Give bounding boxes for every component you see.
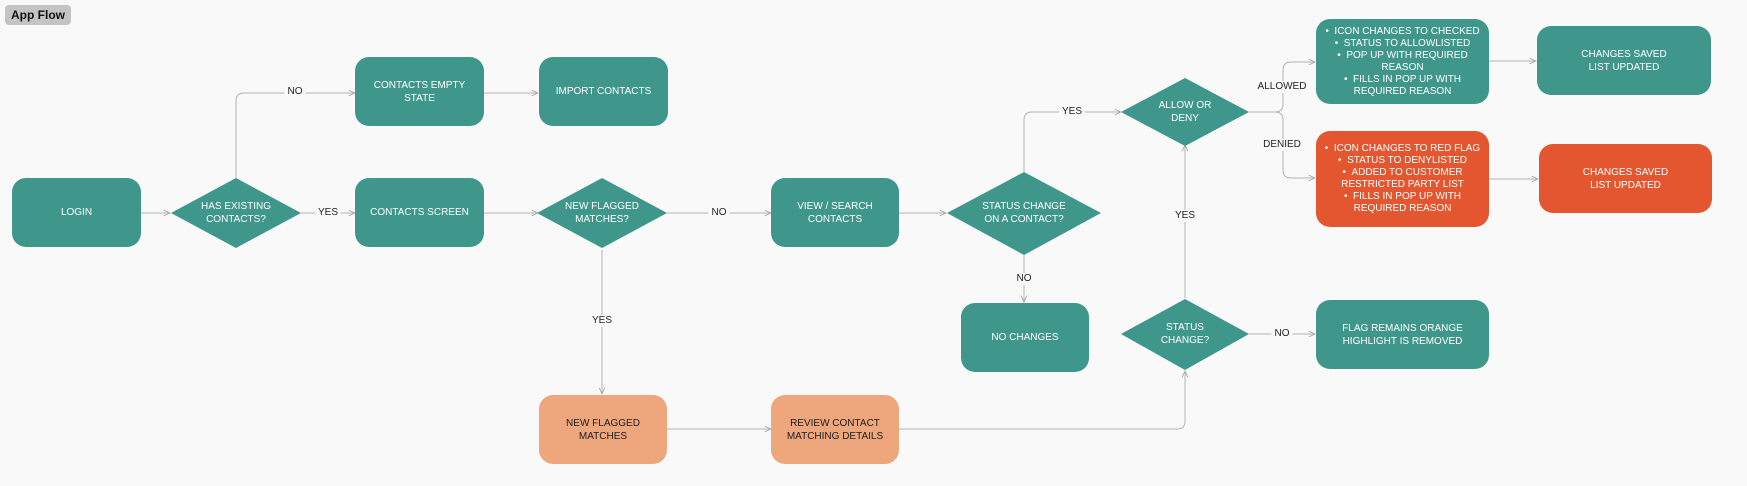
edge-status-yes xyxy=(1023,112,1121,172)
decision-allow-deny xyxy=(1121,78,1249,146)
flag-remains-label: FLAG REMAINS ORANGE HIGHLIGHT IS REMOVED xyxy=(1342,322,1463,347)
changes-saved-allowed-node[interactable]: CHANGES SAVED LIST UPDATED xyxy=(1537,26,1711,95)
review-contact-label: REVIEW CONTACT MATCHING DETAILS xyxy=(786,417,884,442)
allowed-action-3: POP UP WITH REQUIRED REASON xyxy=(1324,50,1481,74)
new-flagged-matches-node[interactable]: NEW FLAGGED MATCHES xyxy=(539,395,667,464)
login-node[interactable]: LOGIN xyxy=(12,178,141,247)
review-contact-node[interactable]: REVIEW CONTACT MATCHING DETAILS xyxy=(771,395,899,464)
edge-label-no-status2: NO xyxy=(1271,328,1293,340)
allowed-action-2: STATUS TO ALLOWLISTED xyxy=(1324,38,1481,50)
edge-has-existing-no xyxy=(235,93,355,178)
edge-label-no-status: NO xyxy=(1013,273,1035,285)
denied-action-3: ADDED TO CUSTOMER RESTRICTED PARTY LIST xyxy=(1324,167,1481,191)
contacts-screen-label: CONTACTS SCREEN xyxy=(370,207,469,218)
denied-action-4: FILLS IN POP UP WITH REQUIRED REASON xyxy=(1324,191,1481,215)
view-search-contacts-label: VIEW / SEARCH CONTACTS xyxy=(797,200,873,225)
contacts-empty-state-label: CONTACTS EMPTY STATE xyxy=(373,79,466,104)
decision-status-change-2 xyxy=(1121,299,1249,370)
allowed-actions-node[interactable]: ICON CHANGES TO CHECKED STATUS TO ALLOWL… xyxy=(1316,19,1489,104)
new-flagged-matches-label: NEW FLAGGED MATCHES xyxy=(566,417,640,442)
edge-label-no-flagged: NO xyxy=(708,207,730,219)
changes-saved-denied-label: CHANGES SAVED LIST UPDATED xyxy=(1582,166,1669,191)
decision-status-change xyxy=(947,172,1101,255)
denied-action-2: STATUS TO DENYLISTED xyxy=(1324,155,1481,167)
contacts-screen-node[interactable]: CONTACTS SCREEN xyxy=(355,178,484,247)
allowed-action-4: FILLS IN POP UP WITH REQUIRED REASON xyxy=(1324,74,1481,98)
edge-label-yes-existing: YES xyxy=(314,207,342,219)
denied-actions-node[interactable]: ICON CHANGES TO RED FLAG STATUS TO DENYL… xyxy=(1316,131,1489,227)
diagram-title: App Flow xyxy=(5,5,71,25)
edge-label-denied: DENIED xyxy=(1260,139,1304,151)
edge-label-yes-status2: YES xyxy=(1171,210,1199,222)
edge-label-yes-status: YES xyxy=(1058,106,1086,118)
edge-label-allowed: ALLOWED xyxy=(1254,81,1310,93)
edge-review-to-status2 xyxy=(899,371,1185,430)
login-label: LOGIN xyxy=(60,207,93,218)
no-changes-node[interactable]: NO CHANGES xyxy=(961,303,1089,372)
changes-saved-denied-node[interactable]: CHANGES SAVED LIST UPDATED xyxy=(1539,144,1712,213)
view-search-contacts-node[interactable]: VIEW / SEARCH CONTACTS xyxy=(771,178,899,247)
denied-actions-list: ICON CHANGES TO RED FLAG STATUS TO DENYL… xyxy=(1324,143,1481,215)
decision-new-flagged xyxy=(537,178,667,248)
edge-label-yes-flagged: YES xyxy=(588,315,616,327)
no-changes-label: NO CHANGES xyxy=(991,332,1059,343)
denied-action-1: ICON CHANGES TO RED FLAG xyxy=(1324,143,1481,155)
import-contacts-node[interactable]: IMPORT CONTACTS xyxy=(539,57,668,126)
flag-remains-node[interactable]: FLAG REMAINS ORANGE HIGHLIGHT IS REMOVED xyxy=(1316,300,1489,369)
contacts-empty-state-node[interactable]: CONTACTS EMPTY STATE xyxy=(355,57,484,126)
allowed-action-1: ICON CHANGES TO CHECKED xyxy=(1324,26,1481,38)
allowed-actions-list: ICON CHANGES TO CHECKED STATUS TO ALLOWL… xyxy=(1324,26,1481,98)
decision-has-existing xyxy=(171,178,301,248)
import-contacts-label: IMPORT CONTACTS xyxy=(555,86,652,97)
changes-saved-allowed-label: CHANGES SAVED LIST UPDATED xyxy=(1581,48,1667,73)
edge-label-no-existing: NO xyxy=(284,86,306,98)
